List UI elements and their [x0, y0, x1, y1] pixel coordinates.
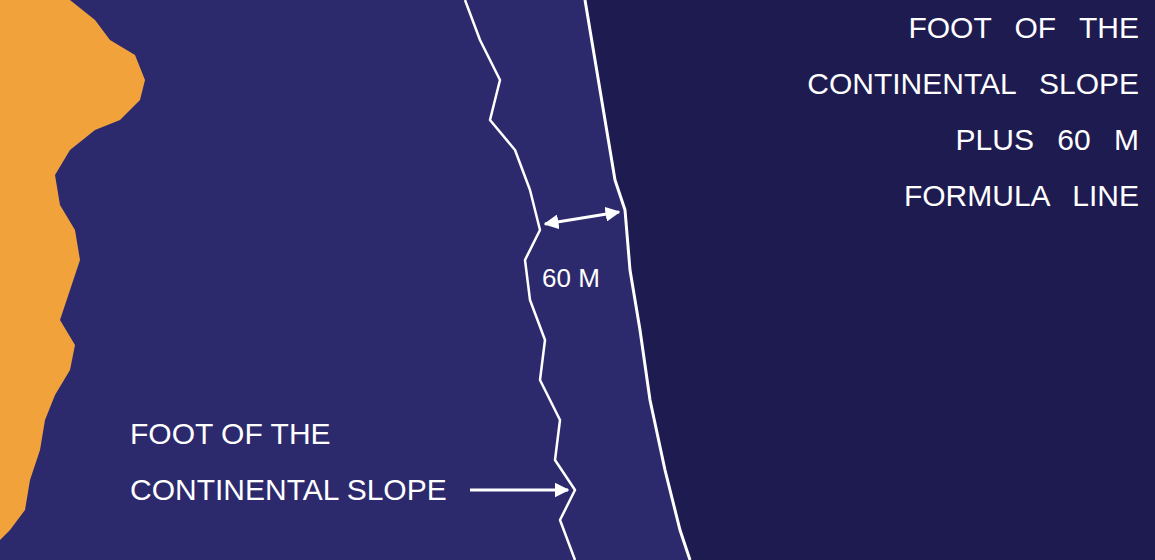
formula-line: [585, 0, 690, 560]
leader-arrow: [470, 489, 568, 492]
slope-foot-label: FOOT OF THE CONTINENTAL SLOPE: [130, 406, 460, 518]
land-mass: [0, 0, 145, 540]
deep-ocean: [585, 0, 1155, 560]
dimension-arrow: [545, 212, 619, 224]
formula-line-label: FOOT OF THE CONTINENTAL SLOPE PLUS 60 M …: [796, 0, 1140, 224]
dimension-label: 60 M: [542, 258, 600, 298]
